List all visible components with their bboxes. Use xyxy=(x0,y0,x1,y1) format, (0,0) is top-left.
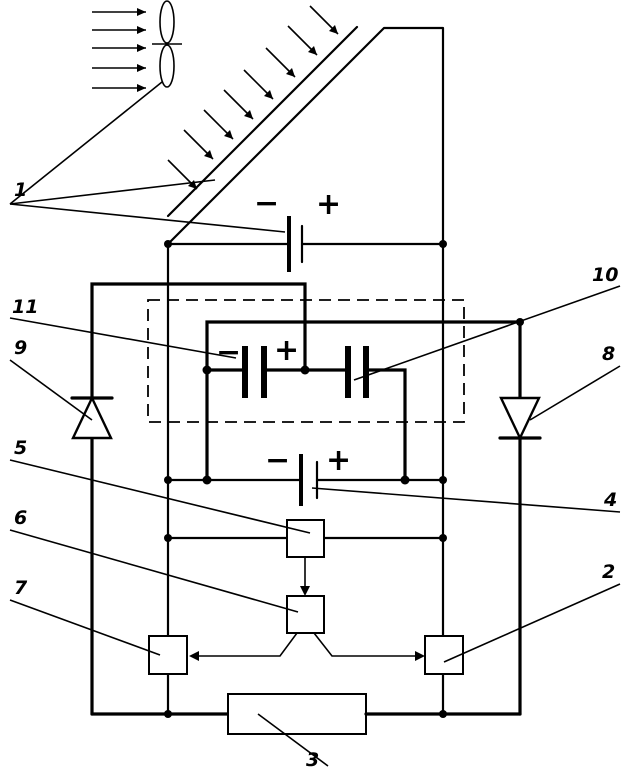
turbine-icon xyxy=(152,1,182,87)
load-3 xyxy=(92,694,520,734)
panel-minus-sign: − xyxy=(254,186,279,221)
sun-rays xyxy=(168,6,338,189)
diode-9 xyxy=(72,398,112,438)
incident-light-arrows xyxy=(92,8,146,92)
c11-minus-sign: − xyxy=(216,335,241,370)
block-6-outputs xyxy=(189,633,425,661)
c11-plus-sign: + xyxy=(274,333,299,368)
block-5 xyxy=(287,520,324,557)
panel-plus-sign: + xyxy=(316,187,341,222)
solar-panel xyxy=(168,27,443,244)
label-3: 3 xyxy=(306,749,319,771)
c4-plus-sign: + xyxy=(326,443,351,478)
label-11: 11 xyxy=(12,296,38,318)
block-6 xyxy=(287,596,324,633)
label-5: 5 xyxy=(14,437,27,459)
label-8: 8 xyxy=(602,343,615,365)
label-6: 6 xyxy=(14,507,27,529)
label-1: 1 xyxy=(14,179,27,201)
label-7: 7 xyxy=(14,577,28,599)
c4-minus-sign: − xyxy=(265,443,290,478)
block-7 xyxy=(149,636,187,674)
block-2 xyxy=(425,636,463,674)
label-2: 2 xyxy=(602,561,615,583)
capacitor-10 xyxy=(348,346,405,480)
label-10: 10 xyxy=(592,264,618,286)
label-9: 9 xyxy=(14,337,27,359)
label-4: 4 xyxy=(603,489,617,511)
